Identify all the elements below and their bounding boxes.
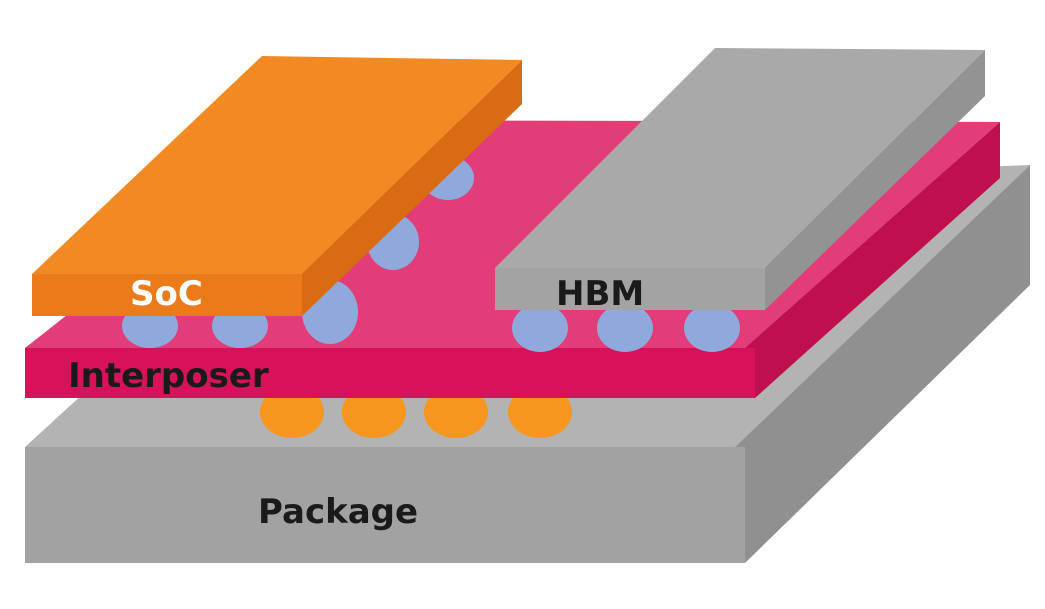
hbm-side-face bbox=[765, 50, 985, 310]
c4-bump bbox=[508, 386, 572, 438]
microbump bbox=[512, 304, 568, 352]
c4-bumps bbox=[260, 386, 572, 438]
soc-front-face bbox=[32, 274, 302, 316]
interposer-label: Interposer bbox=[68, 356, 269, 396]
hbm-die bbox=[495, 48, 985, 310]
hbm-front-face bbox=[495, 268, 765, 310]
soc-label: SoC bbox=[130, 274, 203, 314]
hbm-label: HBM bbox=[556, 274, 644, 314]
package-front-face bbox=[25, 447, 745, 563]
soc-top-face bbox=[32, 56, 522, 274]
c4-bump bbox=[342, 386, 406, 438]
hbm-top-face bbox=[495, 48, 985, 268]
microbump bbox=[597, 304, 653, 352]
interposer-front-face bbox=[25, 348, 755, 398]
package-label: Package bbox=[258, 492, 418, 532]
soc-side-face bbox=[302, 60, 522, 316]
package-side-face bbox=[735, 165, 1030, 563]
microbump bbox=[684, 304, 740, 352]
soc-die bbox=[32, 56, 522, 316]
c4-bump bbox=[260, 386, 324, 438]
interposer-side-face bbox=[745, 122, 1000, 398]
c4-bump bbox=[424, 386, 488, 438]
